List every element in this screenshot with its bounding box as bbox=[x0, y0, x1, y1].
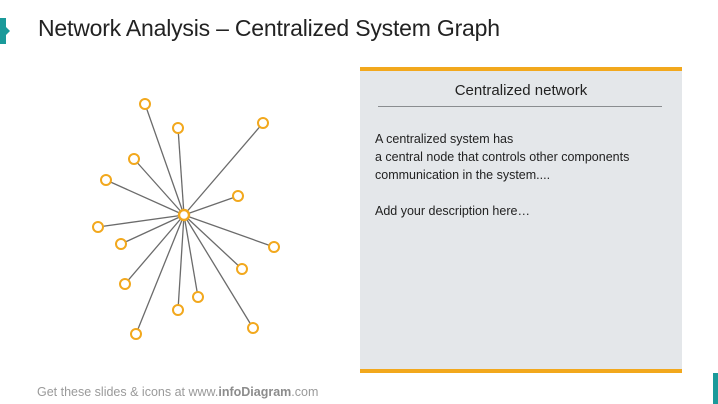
leaf-node-n2 bbox=[172, 122, 184, 134]
leaf-node-n1 bbox=[139, 98, 151, 110]
info-panel: Centralized network A centralized system… bbox=[360, 67, 682, 373]
edge-n1 bbox=[144, 103, 185, 216]
left-accent-bar bbox=[0, 18, 10, 44]
panel-line-1: A centralized system has bbox=[375, 132, 514, 146]
leaf-node-n7 bbox=[92, 221, 104, 233]
edge-n11 bbox=[124, 214, 185, 285]
panel-bottom-border bbox=[360, 369, 682, 373]
edge-n9 bbox=[183, 214, 275, 248]
leaf-node-n9 bbox=[268, 241, 280, 253]
panel-description: Add your description here… bbox=[375, 204, 530, 218]
footer-prefix: Get these slides & icons at www. bbox=[37, 385, 219, 399]
leaf-node-n5 bbox=[100, 174, 112, 186]
edge-n5 bbox=[105, 179, 185, 216]
panel-line-3: communication in the system.... bbox=[375, 168, 551, 182]
leaf-node-n14 bbox=[247, 322, 259, 334]
panel-divider bbox=[378, 106, 662, 107]
edge-n10 bbox=[183, 214, 243, 270]
edge-n2 bbox=[177, 127, 185, 216]
right-accent-bar bbox=[713, 373, 718, 404]
edge-n7 bbox=[97, 214, 185, 228]
panel-title: Centralized network bbox=[454, 82, 588, 99]
edge-n3 bbox=[183, 122, 264, 216]
edge-n15 bbox=[135, 214, 185, 335]
leaf-node-n15 bbox=[130, 328, 142, 340]
leaf-node-n6 bbox=[232, 190, 244, 202]
slide-title: Network Analysis – Centralized System Gr… bbox=[38, 15, 500, 41]
footer-suffix: .com bbox=[291, 385, 319, 399]
leaf-node-n13 bbox=[172, 304, 184, 316]
panel-body: A centralized system has a central node … bbox=[375, 130, 672, 220]
panel-top-border bbox=[360, 67, 682, 71]
panel-line-2: a central node that controls other compo… bbox=[375, 150, 630, 164]
leaf-node-n12 bbox=[192, 291, 204, 303]
footer-brand: infoDiagram bbox=[218, 385, 292, 399]
leaf-node-n8 bbox=[115, 238, 127, 250]
central-hub-node bbox=[177, 208, 191, 222]
leaf-node-n10 bbox=[236, 263, 248, 275]
edge-n8 bbox=[120, 214, 185, 245]
leaf-node-n3 bbox=[257, 117, 269, 129]
edge-n14 bbox=[183, 214, 254, 329]
footer-credit[interactable]: Get these slides & icons at www.infoDiag… bbox=[37, 385, 318, 399]
edge-n12 bbox=[183, 214, 199, 298]
centralized-network-diagram bbox=[92, 98, 280, 340]
leaf-node-n11 bbox=[119, 278, 131, 290]
edge-n6 bbox=[183, 195, 239, 216]
edge-n4 bbox=[133, 158, 185, 216]
edge-n13 bbox=[177, 214, 185, 311]
leaf-node-n4 bbox=[128, 153, 140, 165]
